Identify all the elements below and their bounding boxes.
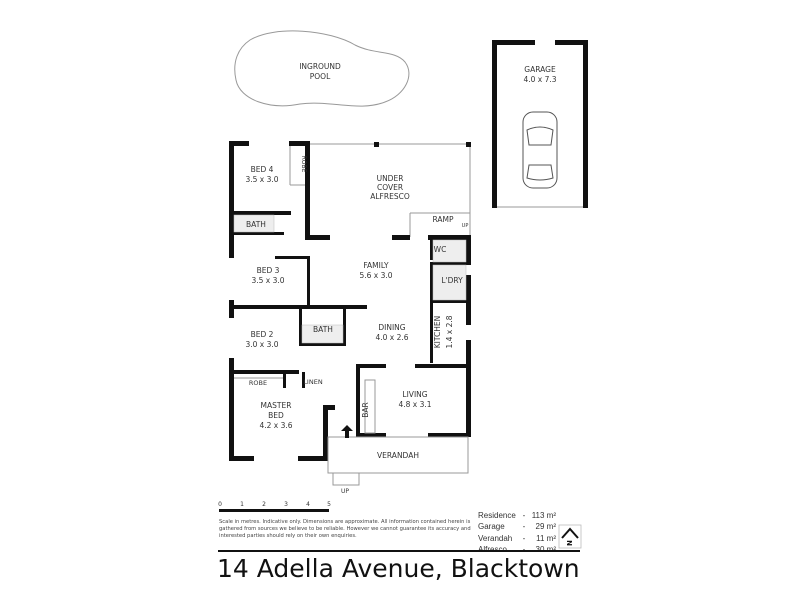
ramp-up: UP — [462, 223, 469, 229]
area-value: 113 m² — [531, 511, 556, 520]
north-compass-icon: N — [558, 524, 582, 549]
walls — [229, 141, 471, 461]
wc-label: WC — [434, 245, 447, 254]
alfresco-label-3: ALFRESCO — [370, 192, 410, 201]
garage-label: GARAGE — [524, 65, 556, 74]
bath2-label: BATH — [313, 325, 333, 334]
scale-tick: 3 — [284, 501, 288, 508]
bar-label: BAR — [361, 402, 370, 418]
pool-outline — [234, 30, 410, 107]
kitchen-size: 1.4 x 2.8 — [445, 315, 454, 348]
area-row: Alfresco-30 m² — [478, 544, 556, 555]
disclaimer: Scale in metres. Indicative only. Dimens… — [219, 519, 471, 540]
compass-letter: N — [565, 540, 573, 546]
car-icon — [522, 111, 558, 189]
scale-tick: 1 — [240, 501, 244, 508]
divider — [218, 550, 580, 552]
area-row: Garage-29 m² — [478, 522, 556, 532]
area-label: Garage — [478, 522, 505, 532]
bed4-robe: ROBE — [300, 156, 307, 173]
area-row: Verandah-11 m² — [478, 533, 556, 543]
ramp-label: RAMP — [432, 215, 454, 224]
bed3-label: BED 3 — [257, 266, 280, 275]
bed2-size: 3.0 x 3.0 — [245, 340, 278, 349]
family-size: 5.6 x 3.0 — [359, 271, 392, 280]
pool-label: INGROUND — [299, 62, 341, 71]
family-label: FAMILY — [363, 261, 389, 270]
bed3-size: 3.5 x 3.0 — [251, 276, 284, 285]
alfresco-label-2: COVER — [377, 183, 403, 192]
verandah-up: UP — [341, 488, 349, 495]
area-label: Alfresco — [478, 544, 520, 555]
area-row: Residence-113 m² — [478, 511, 556, 520]
alfresco-label-1: UNDER — [377, 174, 404, 183]
kitchen-label: KITCHEN — [433, 316, 442, 349]
laundry-label: L'DRY — [441, 276, 463, 285]
garage: GARAGE 4.0 x 7.3 — [492, 40, 588, 208]
dining-label: DINING — [378, 323, 405, 332]
bed4-label: BED 4 — [251, 165, 274, 174]
area-label: Verandah — [478, 533, 513, 543]
dining-size: 4.0 x 2.6 — [375, 333, 408, 342]
area-value: 30 m² — [528, 544, 556, 555]
area-summary: Residence-113 m² Garage-29 m² Verandah-1… — [478, 510, 556, 556]
master-robe: ROBE — [249, 379, 267, 387]
bed4-size: 3.5 x 3.0 — [245, 175, 278, 184]
garage-size: 4.0 x 7.3 — [523, 75, 556, 84]
entry-arrow-icon — [341, 425, 353, 438]
area-value: 29 m² — [535, 522, 556, 532]
pool-label-2: POOL — [310, 72, 331, 81]
living-label: LIVING — [402, 390, 427, 399]
master-label-1: MASTER — [261, 401, 292, 410]
master-label-2: BED — [268, 411, 284, 420]
area-value: 11 m² — [536, 533, 556, 543]
verandah-label: VERANDAH — [377, 451, 419, 460]
scale-tick: 5 — [327, 501, 331, 508]
bed2-label: BED 2 — [251, 330, 274, 339]
scale-tick: 4 — [306, 501, 310, 508]
master-size: 4.2 x 3.6 — [259, 421, 292, 430]
scale-tick: 2 — [262, 501, 266, 508]
living-size: 4.8 x 3.1 — [398, 400, 431, 409]
property-address: 14 Adella Avenue, Blacktown — [217, 554, 580, 583]
area-label: Residence — [478, 511, 516, 520]
linen-label: LINEN — [303, 378, 323, 386]
bath1-label: BATH — [246, 220, 266, 229]
scale-bar: 0 1 2 3 4 5 — [218, 501, 331, 512]
scale-tick: 0 — [218, 501, 222, 508]
